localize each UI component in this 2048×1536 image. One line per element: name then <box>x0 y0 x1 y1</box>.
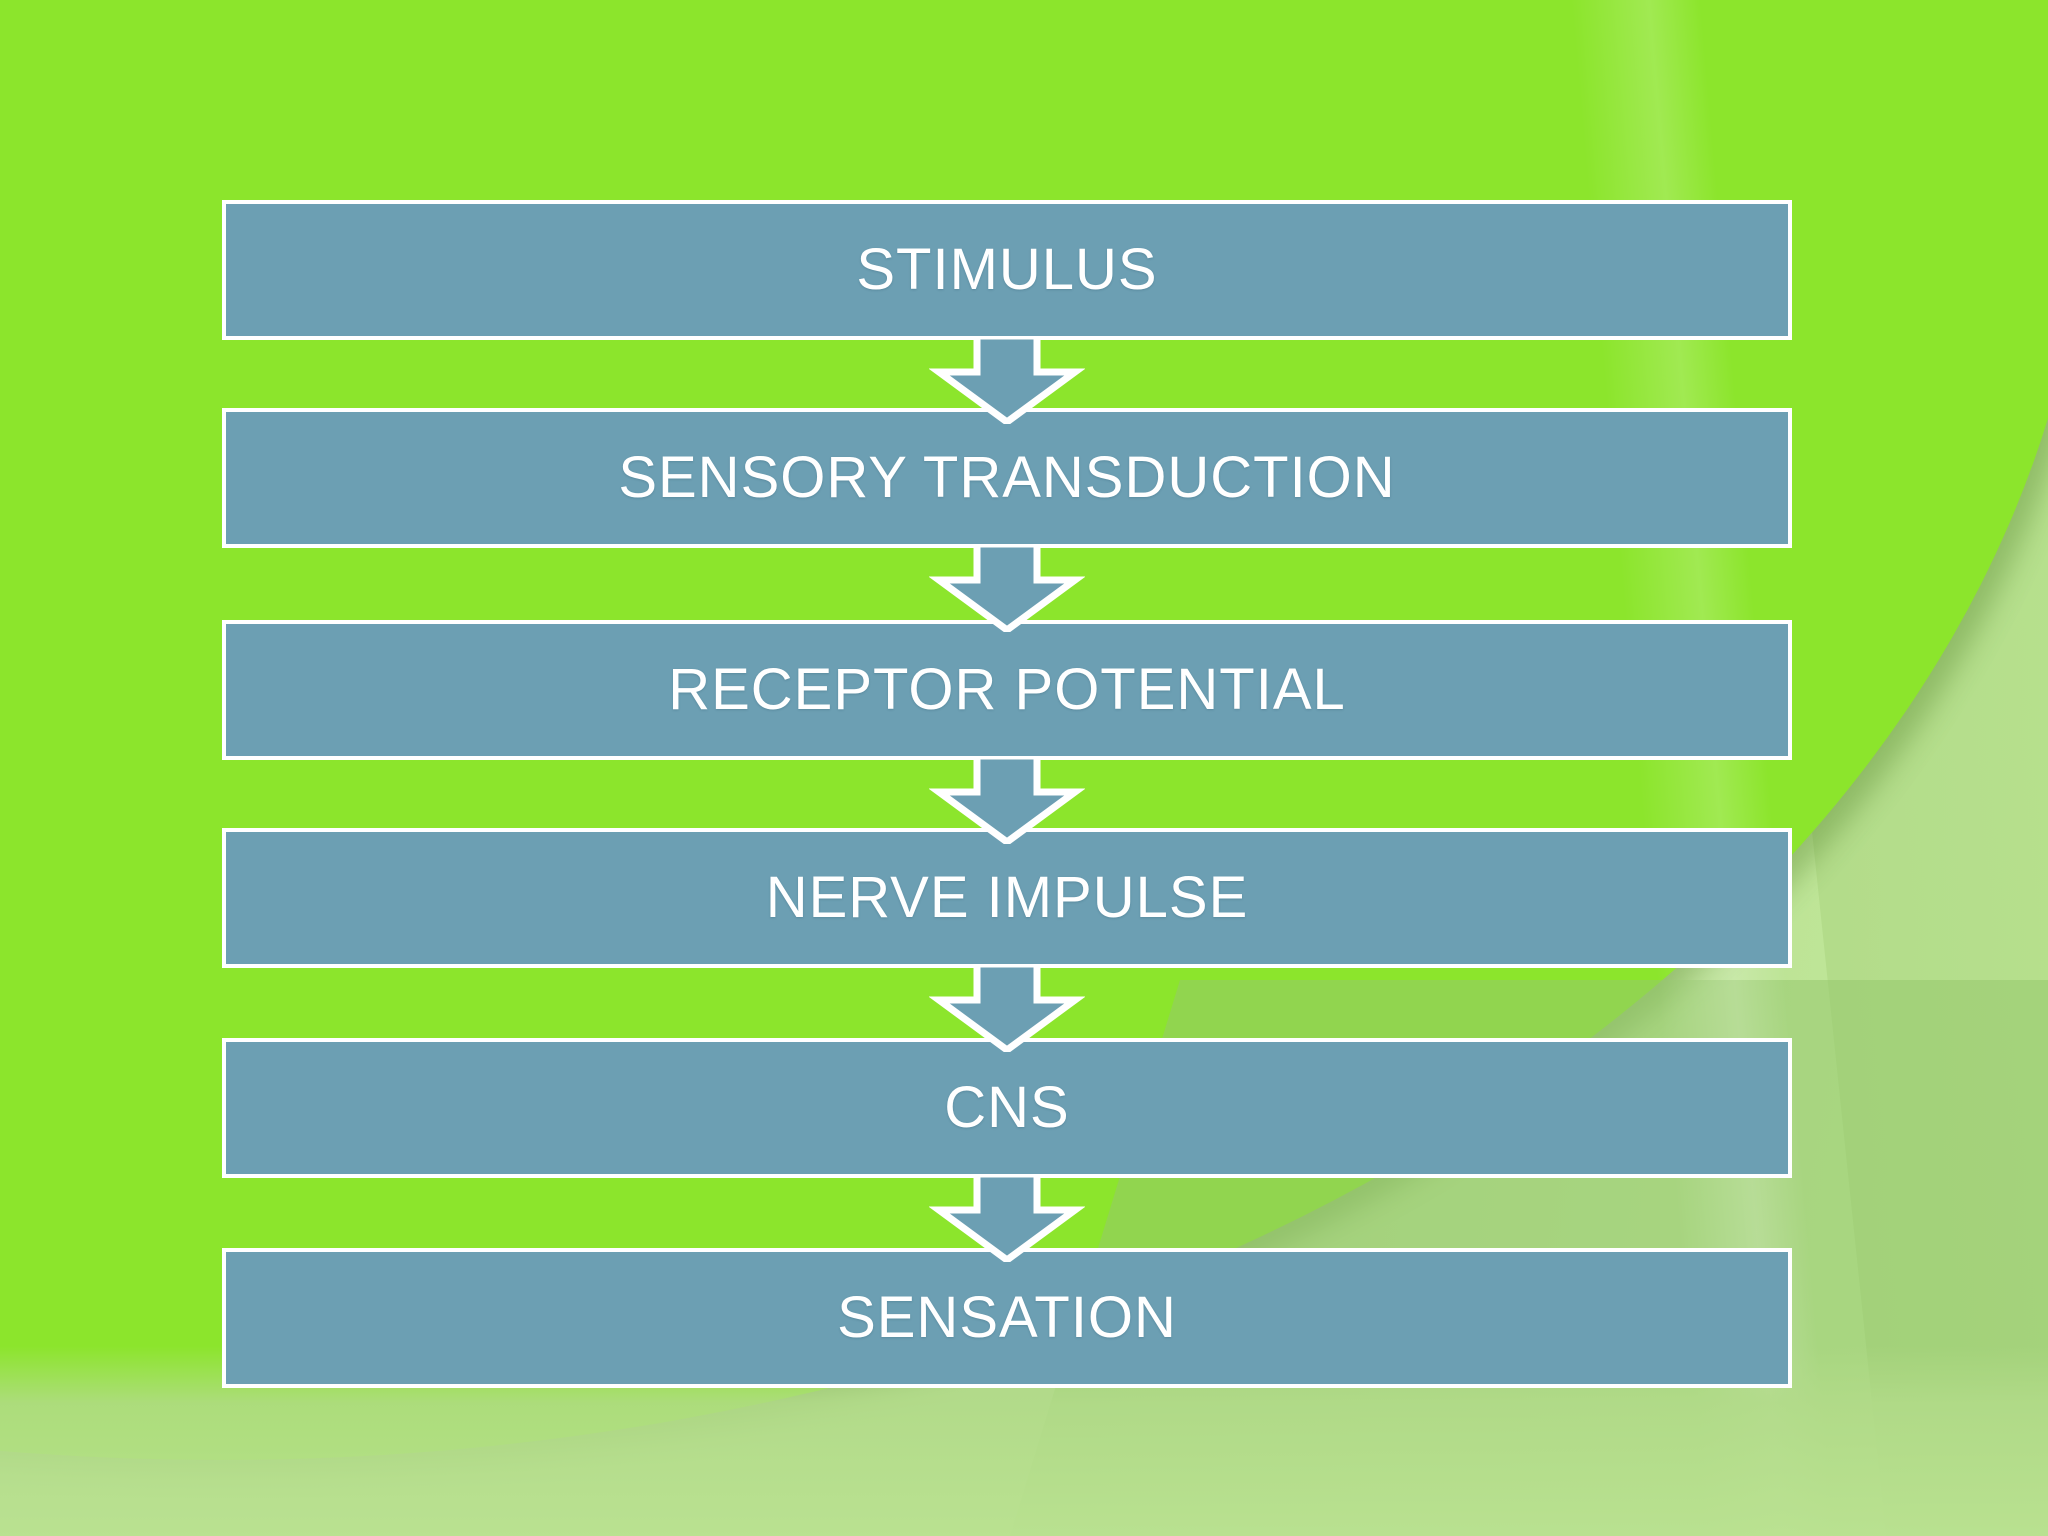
flow-step-stimulus[interactable]: STIMULUS <box>222 200 1792 340</box>
flow-step-label: CNS <box>944 1075 1070 1140</box>
flow-step-label: NERVE IMPULSE <box>765 865 1249 930</box>
flow-step-label: STIMULUS <box>856 237 1158 302</box>
flow-connector-2 <box>929 544 1085 632</box>
flow-step-nerve-impulse[interactable]: NERVE IMPULSE <box>222 828 1792 968</box>
flow-step-receptor-potential[interactable]: RECEPTOR POTENTIAL <box>222 620 1792 760</box>
flow-step-label: RECEPTOR POTENTIAL <box>668 657 1346 722</box>
flow-step-sensory-transduction[interactable]: SENSORY TRANSDUCTION <box>222 408 1792 548</box>
flow-step-label: SENSORY TRANSDUCTION <box>618 445 1396 510</box>
flowchart: STIMULUS SENSORY TRANSDUCTION RECEPTOR P… <box>222 200 1792 1388</box>
flow-step-cns[interactable]: CNS <box>222 1038 1792 1178</box>
flow-step-sensation[interactable]: SENSATION <box>222 1248 1792 1388</box>
flow-step-label: SENSATION <box>837 1285 1177 1350</box>
